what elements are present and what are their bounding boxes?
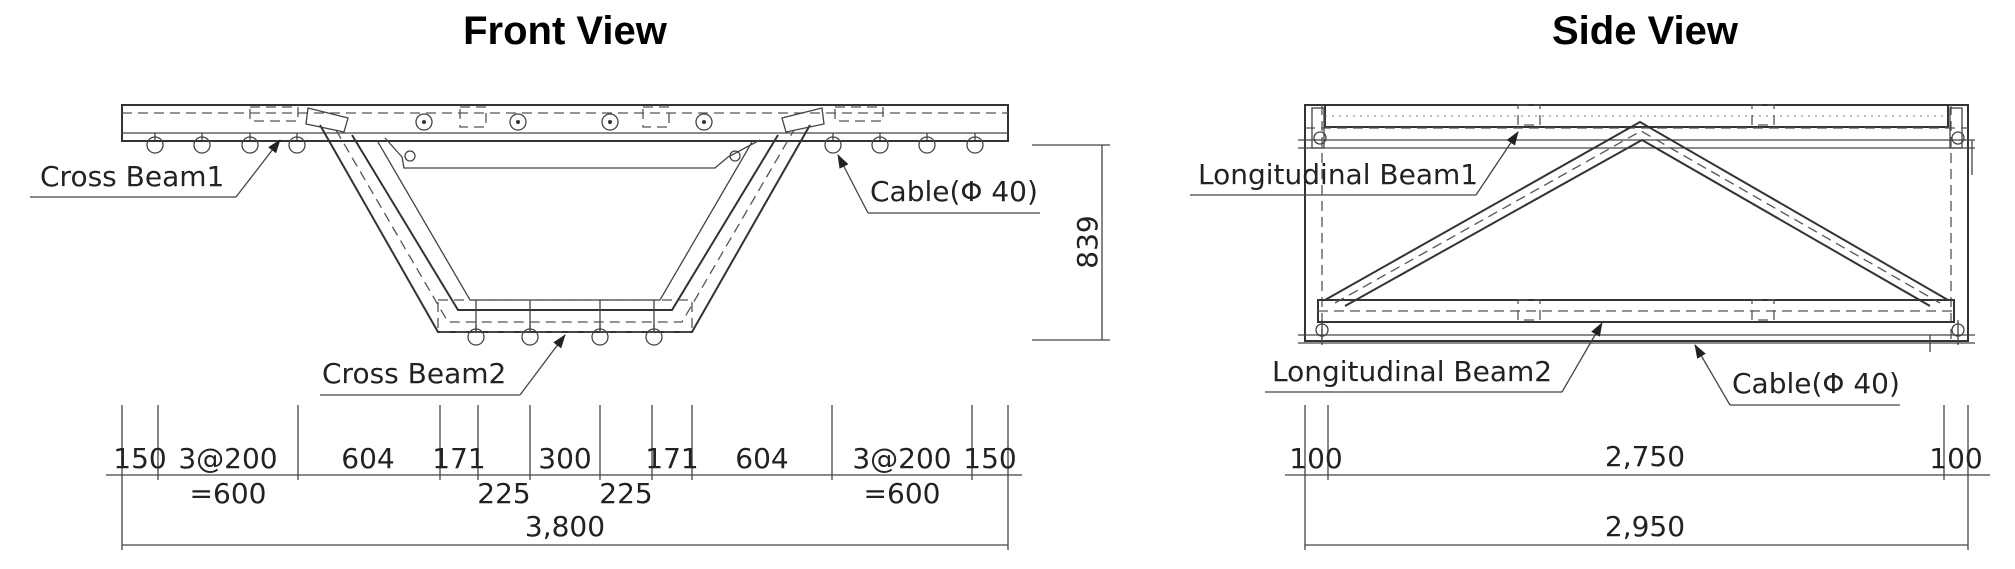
dim-225-right: 225 xyxy=(599,477,652,510)
dim-100-right: 100 xyxy=(1929,442,1982,475)
cable-label-side: Cable(Φ 40) xyxy=(1732,367,1900,400)
dim-3at200-right: 3@200 xyxy=(852,442,951,475)
front-view: Cross Beam1 Cross Beam2 Cable(Φ 40) 839 xyxy=(30,104,1110,550)
top-slab xyxy=(121,104,1009,142)
dim-604-right: 604 xyxy=(735,442,788,475)
dim-600-right: =600 xyxy=(864,477,941,510)
dim-2750: 2,750 xyxy=(1605,440,1685,473)
inner-top-web xyxy=(384,137,761,169)
dim-604-left: 604 xyxy=(341,442,394,475)
cable-anchors xyxy=(146,133,984,346)
dim-171-left: 171 xyxy=(432,442,485,475)
height-dimension: 839 xyxy=(1032,144,1110,341)
dim-3at200-left: 3@200 xyxy=(178,442,277,475)
longitudinal-beam2-label: Longitudinal Beam2 xyxy=(1272,355,1552,388)
side-view: Longitudinal Beam1 Longitudinal Beam2 Ca… xyxy=(1190,104,1990,550)
cross-beam2-label: Cross Beam2 xyxy=(322,357,506,390)
bottom-longitudinal-beam xyxy=(1298,299,1975,344)
cable-label-front: Cable(Φ 40) xyxy=(870,175,1038,208)
dim-100-left: 100 xyxy=(1289,442,1342,475)
dim-600-left: =600 xyxy=(190,477,267,510)
top-longitudinal-beam xyxy=(1298,104,1975,149)
cross-beam1-label: Cross Beam1 xyxy=(40,160,224,193)
dim-225-left: 225 xyxy=(477,477,530,510)
dim-171-right: 171 xyxy=(645,442,698,475)
dim-150-right: 150 xyxy=(963,442,1016,475)
longitudinal-beam1-label: Longitudinal Beam1 xyxy=(1198,158,1478,191)
side-end-anchors xyxy=(1311,107,1973,352)
dim-150-left: 150 xyxy=(113,442,166,475)
dim-total-3800: 3,800 xyxy=(525,510,605,543)
side-dimension-chain: 100 2,750 100 2,950 xyxy=(1285,405,1990,550)
front-dimension-chain: 150 3@200 =600 604 171 300 225 225 171 6… xyxy=(106,405,1022,550)
front-view-title: Front View xyxy=(463,9,668,53)
diagonal-braces xyxy=(1324,120,1949,307)
dim-total-2950: 2,950 xyxy=(1605,510,1685,543)
height-839-label: 839 xyxy=(1071,215,1104,268)
dim-300: 300 xyxy=(538,442,591,475)
side-view-title: Side View xyxy=(1552,9,1739,53)
